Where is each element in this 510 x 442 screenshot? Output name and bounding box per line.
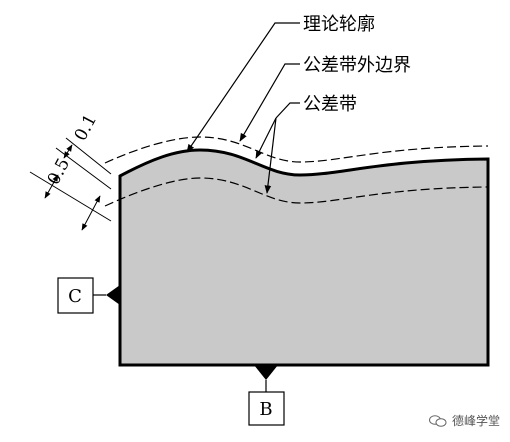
dimension-line-inner xyxy=(44,174,59,199)
datum-b-box xyxy=(248,391,285,426)
extension-line-1 xyxy=(65,137,112,175)
tolerance-zone-line xyxy=(104,177,489,207)
dimension-line-total xyxy=(81,195,101,231)
datum-c-box xyxy=(57,277,94,314)
leader-tolerance-zone xyxy=(275,102,300,119)
watermark-text: 德峰学堂 xyxy=(451,414,500,428)
datum-b-label: B xyxy=(259,399,272,420)
datum-c-triangle xyxy=(106,285,120,305)
label-tolerance-zone: 公差带 xyxy=(303,94,357,115)
part-body xyxy=(118,148,490,367)
tolerance-outer-boundary-line xyxy=(104,136,489,164)
dimension-line-outer xyxy=(63,144,73,159)
datum-b-triangle xyxy=(254,365,278,380)
watermark: 德峰学堂 xyxy=(428,412,500,429)
dimension-outer: 0.1 xyxy=(71,111,101,144)
leader-tolerance-zone-branch-b xyxy=(264,117,277,194)
datum-c-label: C xyxy=(68,286,82,307)
leader-theoretical-profile xyxy=(186,22,300,153)
label-theoretical-profile: 理论轮廓 xyxy=(303,14,375,35)
leader-tolerance-outer-boundary xyxy=(239,63,300,142)
leader-tolerance-zone-branch-a xyxy=(255,117,277,159)
wechat-icon xyxy=(428,414,447,427)
label-tolerance-outer-boundary: 公差带外边界 xyxy=(303,55,411,76)
